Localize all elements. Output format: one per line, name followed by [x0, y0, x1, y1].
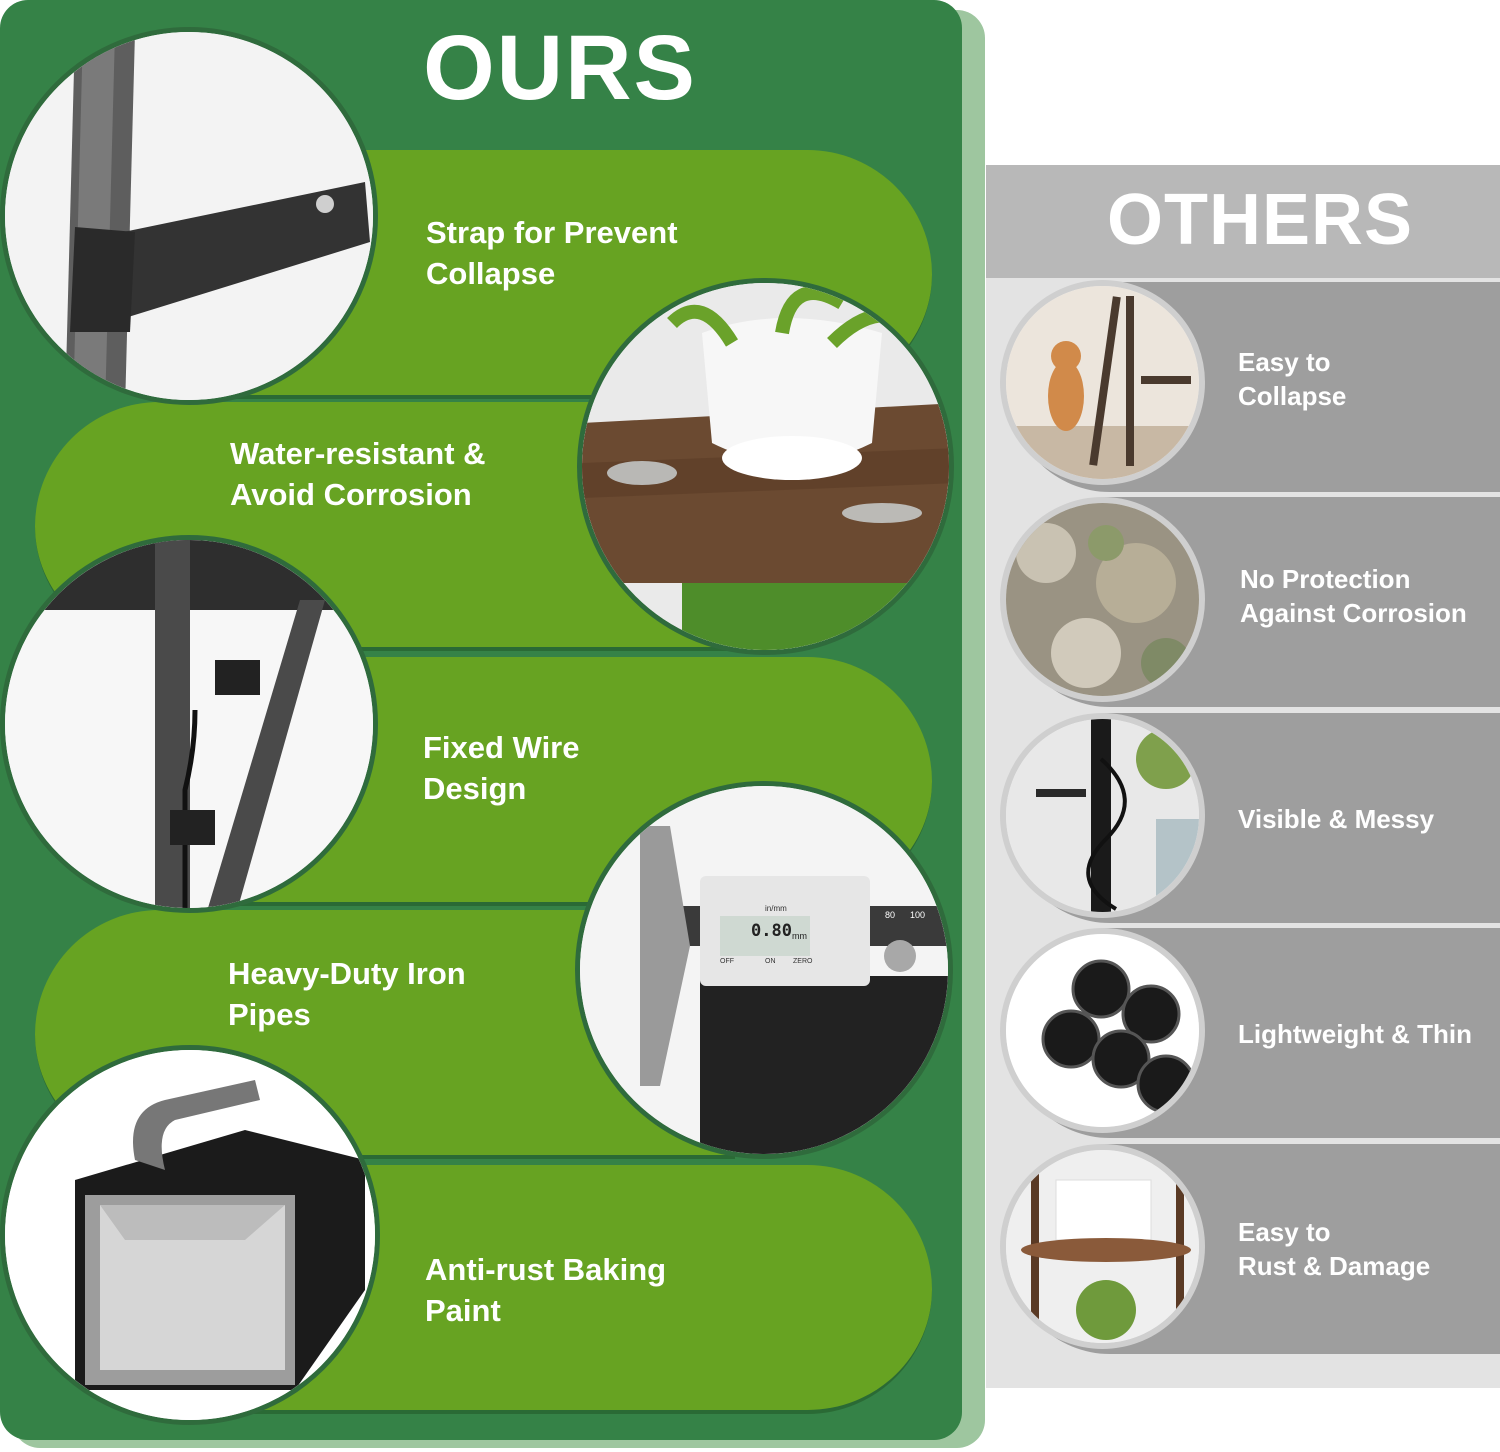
feature-label-paint: Anti-rust Baking Paint [425, 1252, 667, 1328]
cat-stand-icon [1006, 286, 1199, 479]
strap-photo [0, 27, 378, 405]
thin-pipes-photo [1000, 928, 1205, 1133]
feature-label-pipes: Heavy-Duty Iron Pipes [228, 956, 466, 1032]
feature-label-strap: Strap for Prevent Collapse [426, 215, 678, 291]
water-photo [577, 278, 954, 655]
messy-wire-icon [1006, 719, 1199, 912]
caliper-scale-80: 80 [885, 910, 896, 920]
thin-pipes-icon [1006, 934, 1199, 1127]
rust-surface-icon [1006, 503, 1199, 696]
messy-wire-photo [1000, 713, 1205, 918]
caliper-zero: ZERO [793, 958, 813, 965]
rust-stand-photo [1000, 1144, 1205, 1349]
wire-clip-icon [5, 540, 373, 908]
others-header [986, 165, 1500, 278]
square-pipe-icon [5, 1050, 375, 1420]
others-title: OTHERS [1106, 180, 1414, 260]
wire-photo [0, 535, 378, 913]
other-label-corrosion: No Protection Against Corrosion [1240, 564, 1467, 628]
caliper-scale-100: 100 [910, 910, 926, 920]
caliper-icon [580, 786, 948, 1154]
rusty-stand-icon [1006, 1150, 1199, 1343]
other-label-collapse: Easy to Collapse [1238, 347, 1347, 411]
corrosion-photo [1000, 497, 1205, 702]
caliper-reading: 0.80 [751, 921, 792, 941]
other-label-thin: Lightweight & Thin [1238, 1019, 1472, 1049]
strap-icon [5, 32, 373, 400]
collapse-photo [1000, 280, 1205, 485]
feature-label-water: Water-resistant & Avoid Corrosion [230, 436, 486, 512]
other-label-messy: Visible & Messy [1238, 804, 1435, 834]
caliper-unit: mm [792, 931, 807, 941]
pipe-photo [0, 1045, 380, 1425]
caliper-units-label: in/mm [765, 904, 787, 913]
other-label-rust: Easy to Rust & Damage [1238, 1217, 1431, 1281]
caliper-photo: 0.80 mm in/mm OFF ON ZERO 80 100 [575, 781, 953, 1159]
feature-label-wire: Fixed Wire Design [423, 730, 580, 806]
caliper-on: ON [765, 958, 776, 965]
caliper-off: OFF [720, 958, 734, 965]
ours-title: OURS [423, 17, 697, 119]
plant-pot-icon [582, 283, 949, 650]
